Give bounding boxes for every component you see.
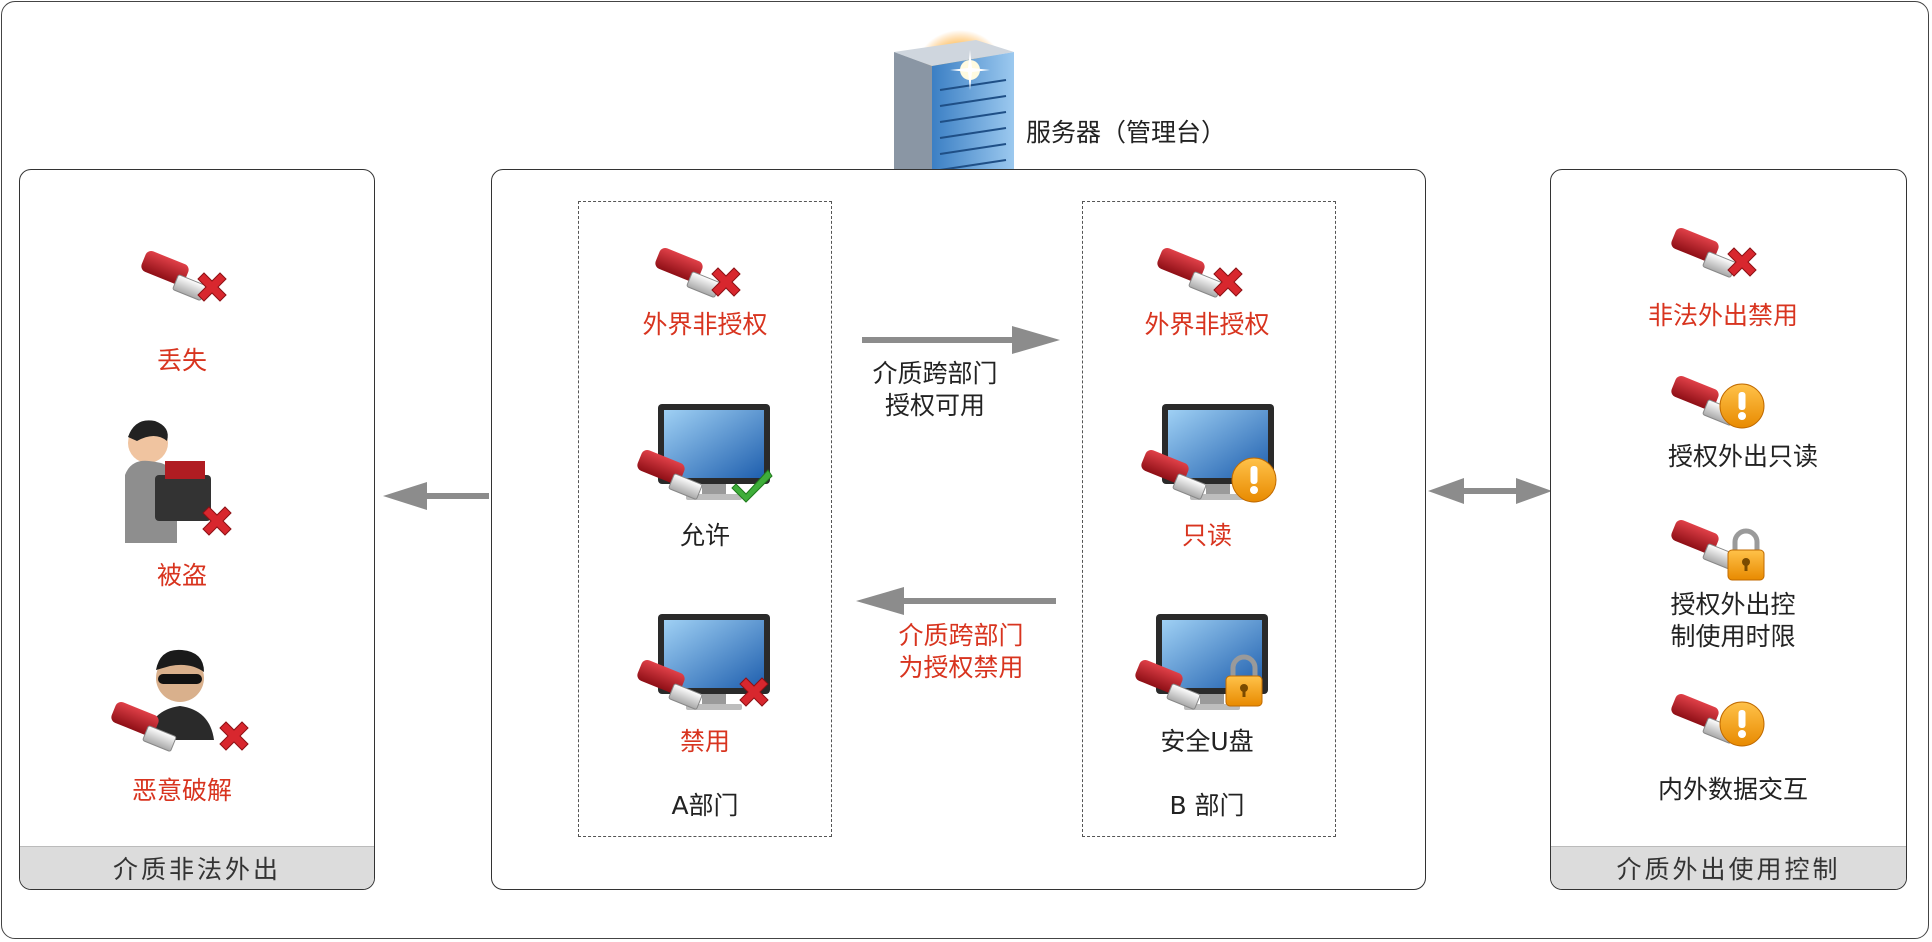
monitor-usb-check-icon xyxy=(635,400,784,512)
usb-cross-icon xyxy=(136,245,236,315)
server-label: 服务器（管理台） xyxy=(1026,118,1227,147)
hacker-icon xyxy=(109,640,260,760)
monitor-usb-cross-icon xyxy=(635,610,784,722)
left-item-label: 恶意破解 xyxy=(131,776,232,805)
thief-icon xyxy=(115,415,255,545)
dept-b-name: B 部门 xyxy=(1169,791,1245,820)
monitor-usb-warning-icon xyxy=(1139,400,1288,512)
left-panel-footer: 介质非法外出 xyxy=(20,846,374,889)
left-item-label: 丢失 xyxy=(156,346,207,375)
right-panel-footer: 介质外出使用控制 xyxy=(1551,846,1906,889)
arrow-b-to-a-label: 介质跨部门 为授权禁用 xyxy=(898,621,1024,682)
arrow-a-to-b xyxy=(862,326,1060,354)
dept-b-item-label: 安全U盘 xyxy=(1160,727,1254,756)
monitor-usb-lock-icon xyxy=(1133,610,1282,722)
usb-cross-icon xyxy=(650,242,750,312)
usb-warning-icon xyxy=(1666,372,1776,442)
dept-b-item-label: 外界非授权 xyxy=(1144,310,1270,339)
dept-a-name: A部门 xyxy=(671,791,739,820)
right-item-label: 授权外出控 制使用时限 xyxy=(1670,590,1796,651)
dept-a-item-label: 允许 xyxy=(679,521,730,550)
dept-a-item-label: 禁用 xyxy=(679,727,730,756)
dept-a-item-label: 外界非授权 xyxy=(642,310,768,339)
left-item-label: 被盗 xyxy=(156,561,207,590)
usb-cross-icon xyxy=(1152,242,1252,312)
right-item-label: 内外数据交互 xyxy=(1657,775,1808,804)
dept-b-box xyxy=(1082,201,1336,837)
right-item-label: 非法外出禁用 xyxy=(1647,301,1798,330)
usb-warning-icon xyxy=(1666,690,1776,760)
arrow-a-to-b-label: 介质跨部门 授权可用 xyxy=(872,359,998,420)
usb-lock-icon xyxy=(1666,516,1776,592)
arrow-left-to-panel xyxy=(383,482,489,510)
arrow-bidirectional xyxy=(1428,478,1552,504)
arrow-b-to-a xyxy=(856,587,1056,615)
dept-a-box xyxy=(578,201,832,837)
dept-b-item-label: 只读 xyxy=(1181,521,1232,550)
usb-cross-icon xyxy=(1666,222,1766,292)
center-panel xyxy=(491,169,1426,890)
right-panel: 介质外出使用控制 xyxy=(1550,169,1907,890)
right-item-label: 授权外出只读 xyxy=(1667,442,1818,471)
